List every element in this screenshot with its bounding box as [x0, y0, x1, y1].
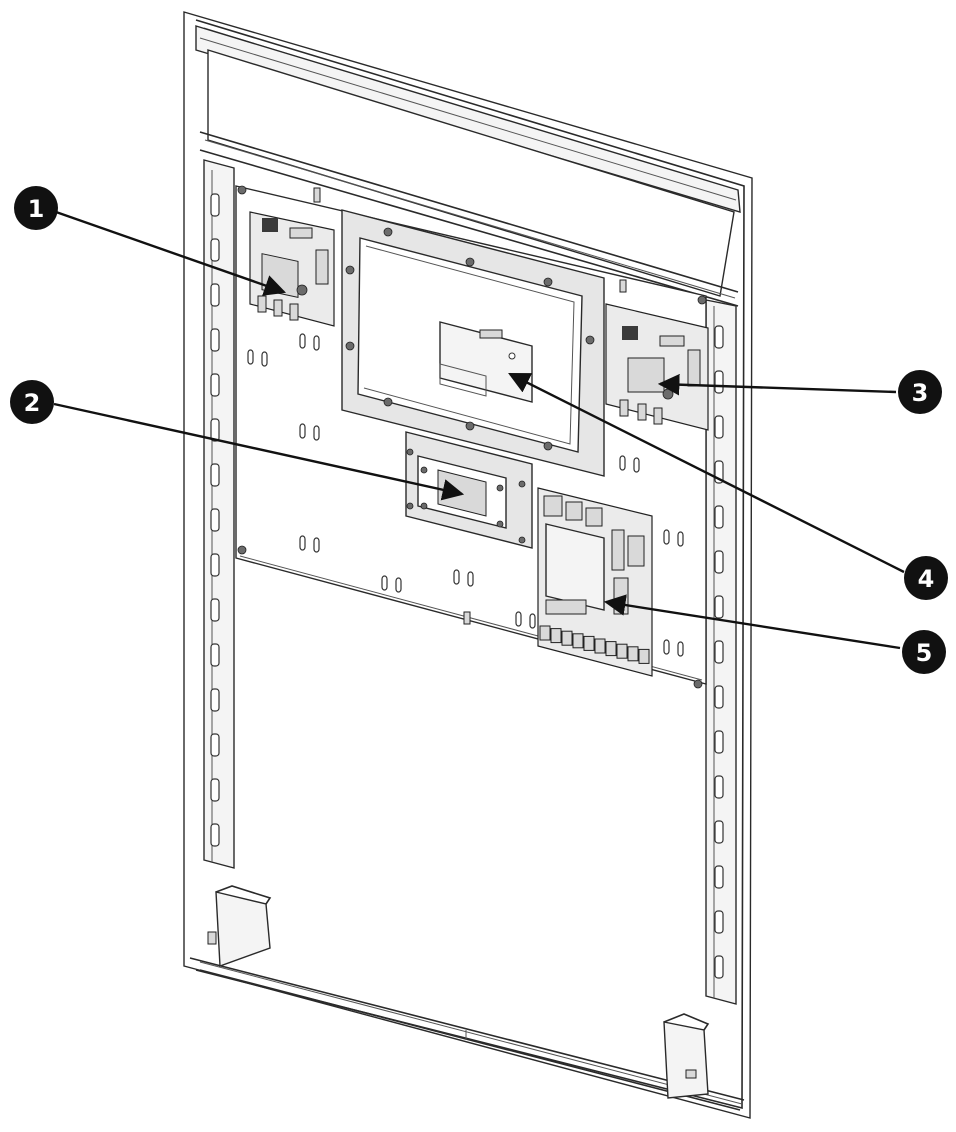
rail-slot — [714, 955, 724, 979]
leader-lines — [53, 210, 905, 650]
callout-3: 3 — [898, 370, 942, 414]
plate-slot — [247, 349, 254, 365]
terminal-block — [605, 641, 617, 657]
leader-1 — [55, 210, 287, 296]
callout-2: 2 — [10, 380, 54, 424]
plate-slot — [663, 639, 670, 655]
terminal-block — [594, 638, 606, 654]
leader-4 — [508, 372, 905, 574]
rail-slot — [714, 640, 724, 664]
rail-slot — [714, 730, 724, 754]
plate-slot — [313, 425, 320, 441]
rail-slot — [714, 910, 724, 934]
rail-slot — [210, 688, 220, 712]
plate-slot — [467, 571, 474, 587]
callout-5: 5 — [902, 630, 946, 674]
rail-slot — [714, 325, 724, 349]
callout-1-label: 1 — [28, 195, 45, 223]
terminal-block — [616, 643, 628, 659]
plate-slot — [299, 333, 306, 349]
rail-slot — [210, 283, 220, 307]
plate-slot — [395, 577, 402, 593]
plate-slot — [453, 569, 460, 585]
rail-slot — [714, 775, 724, 799]
rail-slot — [714, 550, 724, 574]
rail-slot — [210, 373, 220, 397]
callout-3-label: 3 — [912, 379, 929, 407]
plate-slot — [299, 535, 306, 551]
rail-slot — [210, 823, 220, 847]
left-rail — [203, 159, 235, 869]
rail-slot — [210, 643, 220, 667]
plate-slot — [633, 457, 640, 473]
plate-slot — [313, 537, 320, 553]
plate-slot — [677, 531, 684, 547]
rail-slot — [714, 820, 724, 844]
rail-slot — [210, 238, 220, 262]
rail-slot — [210, 328, 220, 352]
display-panel — [341, 209, 605, 477]
terminal-block — [550, 628, 562, 644]
leader-5 — [603, 594, 901, 650]
rail-slot — [714, 865, 724, 889]
rail-slot — [210, 733, 220, 757]
terminal-block — [539, 625, 551, 641]
rail-slot — [210, 778, 220, 802]
antenna-connectors — [257, 284, 308, 321]
plate-slot — [381, 575, 388, 591]
terminal-block — [561, 630, 573, 646]
terminal-block — [627, 646, 639, 662]
callout-2-label: 2 — [24, 389, 41, 417]
controller-board — [537, 487, 653, 677]
plate-slot — [663, 529, 670, 545]
plate-slot — [677, 641, 684, 657]
rail-slot — [210, 553, 220, 577]
terminal-block — [638, 648, 650, 664]
rail-slot — [210, 418, 220, 442]
terminal-block — [572, 633, 584, 649]
rail-slot — [714, 505, 724, 529]
rail-slot — [714, 370, 724, 394]
rail-slot — [210, 193, 220, 217]
callout-1: 1 — [14, 186, 58, 230]
leader-2 — [53, 402, 465, 501]
plate-slot — [261, 351, 268, 367]
rail-slot — [714, 685, 724, 709]
modem-board-left — [249, 211, 335, 327]
rail-slot — [714, 415, 724, 439]
plate-slot — [619, 455, 626, 471]
rail-slot — [210, 508, 220, 532]
hinge-bracket-left — [207, 885, 272, 967]
right-rail — [705, 299, 737, 1005]
plate-slot — [515, 611, 522, 627]
rail-slot — [714, 595, 724, 619]
leader-3 — [657, 373, 897, 396]
callout-4-label: 4 — [918, 565, 935, 593]
callout-5-label: 5 — [916, 639, 933, 667]
hinge-bracket-right — [663, 1013, 710, 1099]
sim-slot — [262, 218, 278, 232]
terminal-block — [583, 635, 595, 651]
callout-4: 4 — [904, 556, 948, 600]
rail-slot — [210, 598, 220, 622]
plate-slot — [529, 613, 536, 629]
plate-slot — [299, 423, 306, 439]
plate-slot — [313, 335, 320, 351]
rail-slot — [210, 463, 220, 487]
